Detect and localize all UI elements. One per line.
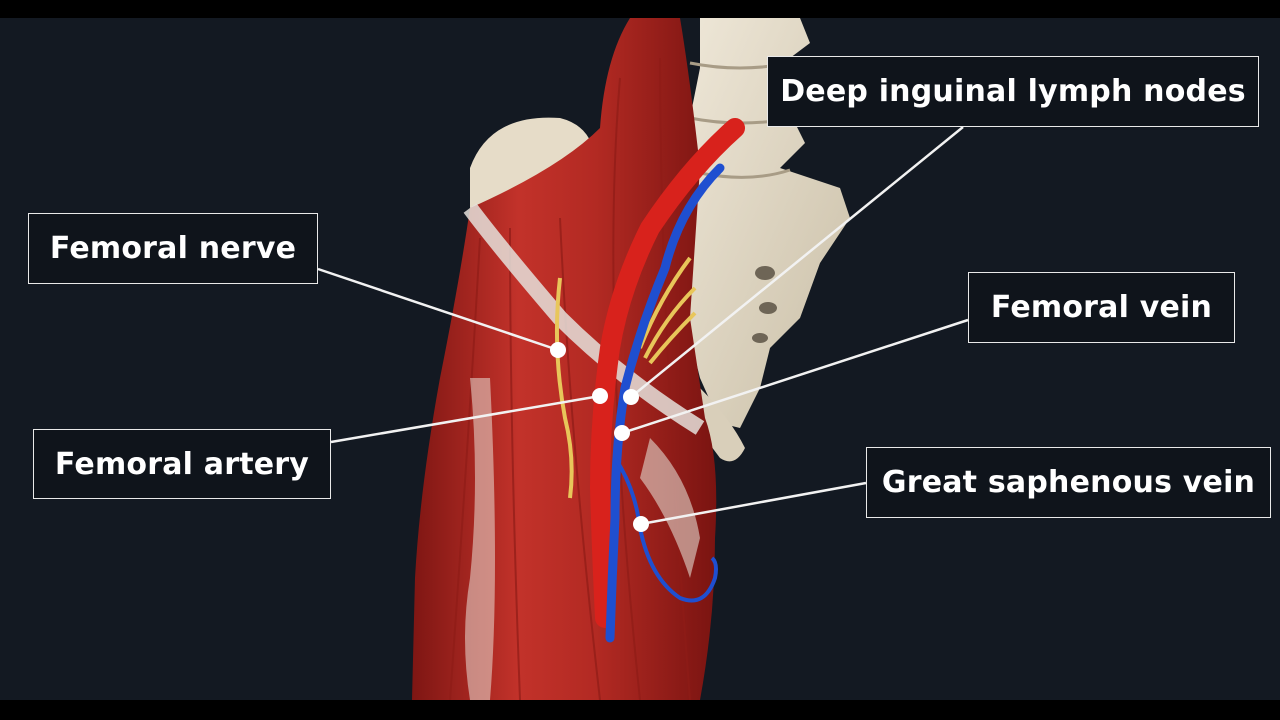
femoral-artery [589,118,745,628]
leader-lines [317,126,969,526]
femoral-vein-pointer-dot [614,425,630,441]
femoral-nerve-pointer-dot [550,342,566,358]
anatomy-diagram: Deep inguinal lymph nodes Femoral nerve … [0,18,1280,700]
label-great-saphenous-vein: Great saphenous vein [866,447,1271,518]
great-saphenous-vein-pointer-dot [633,516,649,532]
femoral-artery-pointer-dot [592,388,608,404]
label-deep-inguinal-lymph-nodes: Deep inguinal lymph nodes [767,56,1259,127]
lymph-nodes-pointer-dot [623,389,639,405]
inguinal-ligament [463,203,705,435]
great-saphenous-vein [613,456,718,603]
label-femoral-vein: Femoral vein [968,272,1235,343]
femoral-vein [605,163,725,643]
femoral-nerve [554,256,697,499]
label-femoral-nerve: Femoral nerve [28,213,318,284]
thigh-anatomy-illustration [317,18,969,700]
label-femoral-artery: Femoral artery [33,429,331,499]
